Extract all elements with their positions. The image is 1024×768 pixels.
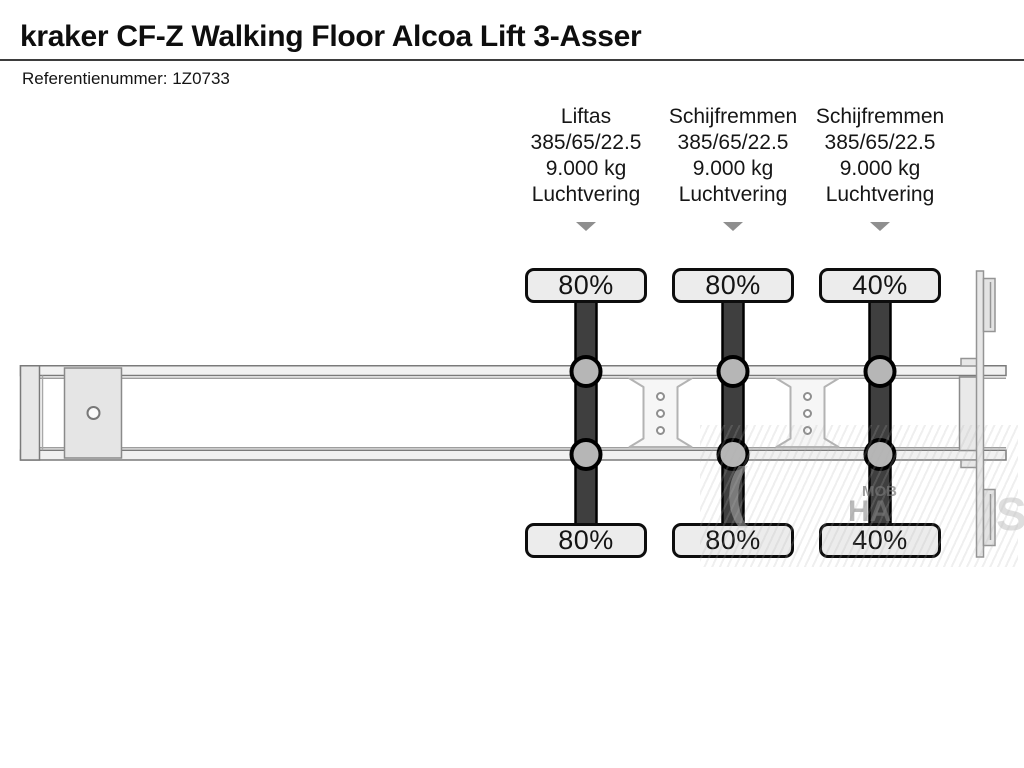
chassis-left-cap: [19, 365, 41, 461]
tread-badge-axle1-bottom: 80%: [525, 523, 647, 558]
rear-frame-bar: [975, 270, 985, 558]
tread-badge-axle3-bottom: 40%: [819, 523, 941, 558]
axle-capacity-label: 9.000 kg: [545, 157, 627, 180]
axle-tyre-size-label: 385/65/22.5: [530, 131, 642, 154]
wheel-hub: [863, 355, 897, 388]
kingpin: [86, 406, 101, 420]
axle-type-label: Schijfremmen: [815, 105, 945, 128]
tread-badge-axle1-top: 80%: [525, 268, 647, 303]
axle-tyre-size-label: 385/65/22.5: [677, 131, 789, 154]
wheel-hub: [569, 355, 603, 388]
wheel-hub: [716, 438, 750, 471]
cross-member-hole: [656, 426, 665, 435]
axle-type-label: Liftas: [560, 105, 612, 128]
wheel-hub: [863, 438, 897, 471]
wheel-hub: [716, 355, 750, 388]
wheel-hub: [569, 438, 603, 471]
rear-taillight-bottom: [982, 488, 996, 547]
rear-bracket-bottom: [960, 459, 978, 469]
axle-suspension-label: Luchtvering: [678, 183, 788, 206]
chassis-bottom-rail: [19, 449, 1007, 461]
reference-number: Referentienummer: 1Z0733: [22, 69, 230, 88]
cross-member-hole: [803, 392, 812, 401]
header-divider: [0, 59, 1024, 61]
cross-member-hole: [656, 392, 665, 401]
axle-1-label: Liftas 385/65/22.5 9.000 kg Luchtvering: [501, 104, 671, 208]
axle-bar-3: [868, 294, 892, 532]
axle-suspension-label: Luchtvering: [825, 183, 935, 206]
arrow-down-icon: [723, 222, 743, 231]
arrow-down-icon: [576, 222, 596, 231]
axle-bar-1: [574, 294, 598, 532]
rear-taillight-top: [982, 277, 996, 333]
tread-badge-axle2-top: 80%: [672, 268, 794, 303]
axle-type-label: Schijfremmen: [668, 105, 798, 128]
axle-capacity-label: 9.000 kg: [692, 157, 774, 180]
axle-capacity-label: 9.000 kg: [839, 157, 921, 180]
tread-badge-axle3-top: 40%: [819, 268, 941, 303]
axle-bar-2: [721, 294, 745, 532]
cross-member-hole: [803, 426, 812, 435]
arrow-down-icon: [870, 222, 890, 231]
axle-tyre-size-label: 385/65/22.5: [824, 131, 936, 154]
rear-bracket-top: [960, 357, 978, 367]
cross-member-hole: [656, 409, 665, 418]
tread-badge-axle2-bottom: 80%: [672, 523, 794, 558]
chassis-top-rail: [19, 365, 1007, 377]
axle-2-label: Schijfremmen 385/65/22.5 9.000 kg Luchtv…: [648, 104, 818, 208]
page-title: kraker CF-Z Walking Floor Alcoa Lift 3-A…: [20, 20, 642, 53]
cross-member-hole: [803, 409, 812, 418]
axle-suspension-label: Luchtvering: [531, 183, 641, 206]
axle-3-label: Schijfremmen 385/65/22.5 9.000 kg Luchtv…: [795, 104, 965, 208]
